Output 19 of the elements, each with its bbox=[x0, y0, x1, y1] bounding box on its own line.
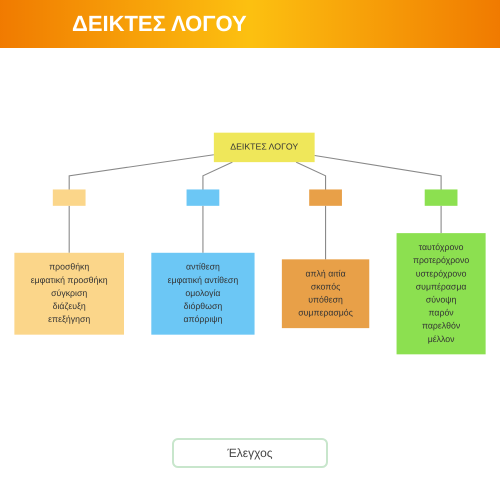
node-box: ΔΕΙΚΤΕΣ ΛΟΓΟΥ bbox=[214, 132, 315, 162]
node-box bbox=[309, 188, 342, 206]
node-box: προσθήκη εμφατική προσθήκη σύγκριση διάζευξη επεξήγηση bbox=[14, 252, 124, 334]
connector bbox=[202, 205, 204, 252]
connector bbox=[202, 161, 233, 189]
connector bbox=[296, 161, 326, 189]
node-box: ταυτόχρονο προτερόχρονο υστερόχρονο συμπέρασμα σύνοψη παρόν παρελθόν μέλλον bbox=[396, 232, 486, 354]
connector bbox=[440, 205, 442, 233]
check-button: Έλεγχος bbox=[172, 438, 328, 468]
connector bbox=[68, 154, 214, 189]
page-title: ΔΕΙΚΤΕΣ ΛΟΓΟΥ bbox=[72, 11, 247, 37]
node-box: αντίθεση εμφατική αντίθεση ομολογία διόρθωση απόρριψη bbox=[151, 252, 255, 334]
connector bbox=[325, 205, 326, 259]
node-box bbox=[52, 188, 86, 206]
connector bbox=[314, 154, 442, 189]
connector bbox=[68, 205, 70, 252]
node-box: απλή αιτία σκοπός υπόθεση συμπερασμός bbox=[282, 258, 370, 328]
node-box bbox=[186, 188, 220, 206]
node-box bbox=[424, 188, 458, 206]
